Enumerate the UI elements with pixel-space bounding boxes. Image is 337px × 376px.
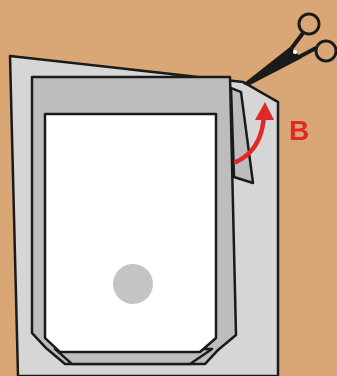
curved-arrow-up-icon [233,102,274,165]
scissors-icon [243,12,337,86]
page-circle [113,264,153,304]
step-label: B [289,115,309,146]
corner-flap [229,86,255,185]
white-page [43,112,218,354]
